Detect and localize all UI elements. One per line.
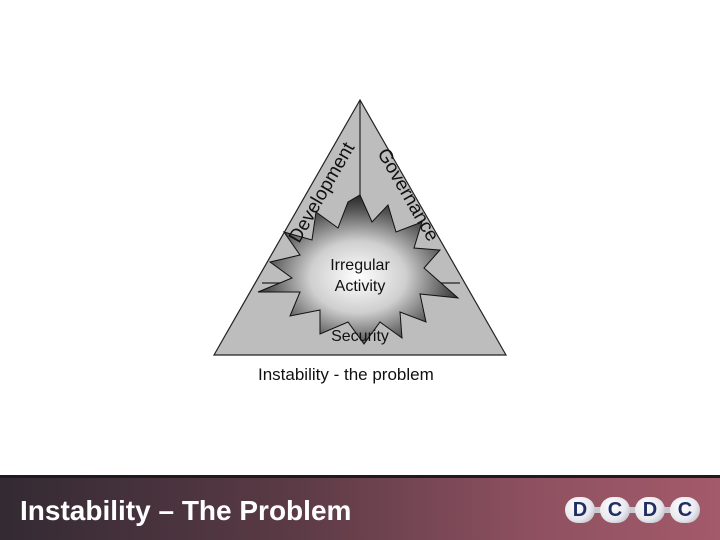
activity-label: Activity (335, 278, 386, 295)
logo-letter: D (565, 497, 595, 523)
logo-letter: C (670, 497, 700, 523)
irregular-label: Irregular (330, 257, 390, 274)
diagram-caption: Instability - the problem (258, 365, 434, 384)
irregular-activity-burst (257, 194, 460, 345)
triangle-diagram: Development Governance Irregular Activit… (212, 98, 508, 356)
footer-bar: Instability – The Problem D C D C (0, 475, 720, 540)
logo-letter: D (635, 497, 665, 523)
logo-link (628, 507, 638, 513)
slide-title: Instability – The Problem (20, 495, 352, 526)
logo-link (593, 507, 603, 513)
security-label: Security (331, 328, 389, 345)
logo-letter: C (600, 497, 630, 523)
dcdc-logo: D C D C (565, 495, 700, 525)
logo-link (663, 507, 673, 513)
